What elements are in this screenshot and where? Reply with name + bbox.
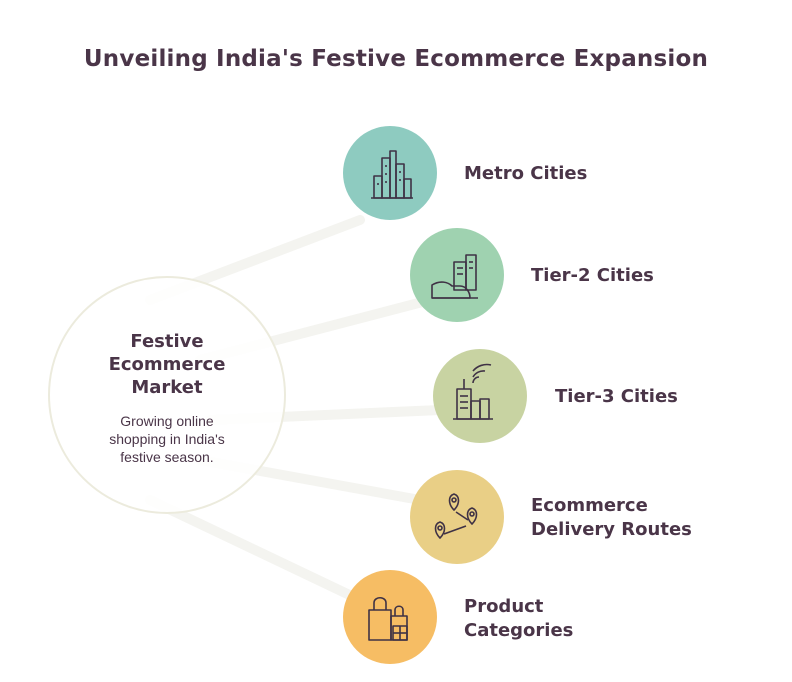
central-topic-circle: Festive Ecommerce Market Growing online … (48, 276, 286, 514)
metro-cities-label: Metro Cities (464, 163, 588, 184)
tier-2-cities-node (410, 228, 504, 322)
metro-cities-node (343, 126, 437, 220)
shopping-bags-icon (368, 596, 408, 641)
tier-3-cities-label: Tier-3 Cities (555, 386, 678, 407)
buildings-icon (431, 254, 478, 299)
delivery-routes-node (410, 470, 504, 564)
product-categories-label: Product Categories (464, 596, 574, 641)
tier-2-cities-label: Tier-2 Cities (531, 265, 654, 286)
delivery-routes-label: Ecommerce Delivery Routes (531, 495, 692, 540)
product-categories-node (343, 570, 437, 664)
central-topic-title: Festive Ecommerce Market (108, 331, 226, 398)
central-topic-description: Growing online shopping in India's festi… (109, 413, 225, 465)
map-pins-icon (434, 493, 478, 539)
page-title: Unveiling India's Festive Ecommerce Expa… (83, 46, 709, 72)
tower-signal-icon (453, 363, 493, 420)
city-skyline-icon (371, 150, 413, 199)
tier-3-cities-node (433, 349, 527, 443)
